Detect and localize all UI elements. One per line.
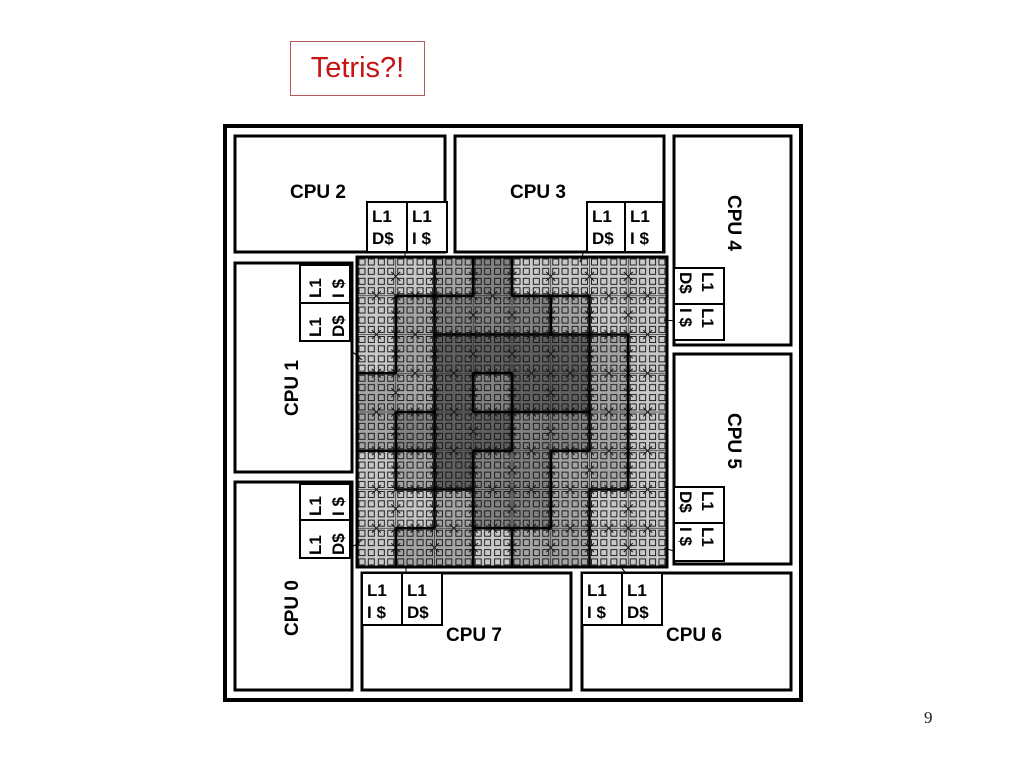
cpu1-icache-line2: I $ xyxy=(329,279,348,298)
cpu7-dcache-line2: D$ xyxy=(407,603,429,622)
shared-l2-cache-grid xyxy=(355,255,669,569)
cpu4-l1-dcache: L1 D$ xyxy=(673,267,725,305)
cpu2-block: CPU 2 L1 D$ L1 I $ xyxy=(233,134,448,254)
cpu3-icache-line1: L1 xyxy=(630,207,650,226)
cpu1-block: CPU 1 L1 I $ L1 D$ xyxy=(233,261,354,474)
cpu0-l1-icache: L1 I $ xyxy=(299,483,351,521)
cpu3-block: CPU 3 L1 D$ L1 I $ xyxy=(453,134,666,254)
cpu5-label: CPU 5 xyxy=(723,413,744,469)
cpu6-dcache-line1: L1 xyxy=(627,581,647,600)
cpu4-dcache-line2: D$ xyxy=(676,272,695,294)
cpu4-block: CPU 4 L1 D$ L1 I $ xyxy=(672,134,793,347)
cpu4-icache-line1: L1 xyxy=(698,308,717,328)
cpu0-label: CPU 0 xyxy=(282,580,303,636)
cpu2-l1-icache: L1 I $ xyxy=(406,201,448,253)
cpu6-label: CPU 6 xyxy=(666,625,722,646)
cpu7-label: CPU 7 xyxy=(446,625,502,646)
l2-outline xyxy=(355,255,669,569)
cpu1-dcache-line1: L1 xyxy=(306,317,325,337)
cpu2-icache-line2: I $ xyxy=(412,229,431,248)
cpu1-l1-dcache: L1 D$ xyxy=(299,302,351,342)
cpu5-block: CPU 5 L1 D$ L1 I $ xyxy=(672,352,793,566)
cpu1-label: CPU 1 xyxy=(282,360,303,416)
cpu4-l1-icache: L1 I $ xyxy=(673,303,725,341)
cpu6-icache-line2: I $ xyxy=(587,603,606,622)
cpu3-l1-icache: L1 I $ xyxy=(624,201,664,253)
cpu5-l1-dcache: L1 D$ xyxy=(673,486,725,524)
cpu6-block: CPU 6 L1 I $ L1 D$ xyxy=(580,571,793,692)
cpu2-icache-line1: L1 xyxy=(412,207,432,226)
slide-title: Tetris?! xyxy=(310,52,405,84)
cpu7-icache-line1: L1 xyxy=(367,581,387,600)
cpu4-icache-line2: I $ xyxy=(676,308,695,327)
page-number: 9 xyxy=(924,708,933,727)
cpu0-dcache-line1: L1 xyxy=(306,535,325,555)
cpu1-l1-icache: L1 I $ xyxy=(299,264,351,304)
cpu6-l1-icache: L1 I $ xyxy=(581,572,623,626)
cpu7-l1-icache: L1 I $ xyxy=(361,572,403,626)
cpu4-dcache-line1: L1 xyxy=(698,272,717,292)
cpu7-block: CPU 7 L1 I $ L1 D$ xyxy=(360,571,573,692)
cpu0-l1-dcache: L1 D$ xyxy=(299,519,351,559)
cpu0-dcache-line2: D$ xyxy=(329,533,348,555)
cpu4-label: CPU 4 xyxy=(723,195,744,251)
cpu0-block: CPU 0 L1 I $ L1 D$ xyxy=(233,480,354,692)
cpu6-icache-line1: L1 xyxy=(587,581,607,600)
cpu3-dcache-line1: L1 xyxy=(592,207,612,226)
cpu5-icache-line2: I $ xyxy=(676,527,695,546)
cpu7-l1-dcache: L1 D$ xyxy=(401,572,443,626)
cpu2-l1-dcache: L1 D$ xyxy=(366,201,408,253)
cpu6-dcache-line2: D$ xyxy=(627,603,649,622)
cpu2-dcache-line1: L1 xyxy=(372,207,392,226)
cpu7-icache-line2: I $ xyxy=(367,603,386,622)
cpu0-icache-line1: L1 xyxy=(306,496,325,516)
cpu1-dcache-line2: D$ xyxy=(329,315,348,337)
cpu0-icache-line2: I $ xyxy=(329,497,348,516)
cpu2-label: CPU 2 xyxy=(290,182,346,203)
cpu3-dcache-line2: D$ xyxy=(592,229,614,248)
cpu3-label: CPU 3 xyxy=(510,182,566,203)
cpu3-l1-dcache: L1 D$ xyxy=(586,201,626,253)
cpu3-icache-line2: I $ xyxy=(630,229,649,248)
cpu5-dcache-line2: D$ xyxy=(676,491,695,513)
cpu2-dcache-line2: D$ xyxy=(372,229,394,248)
cpu1-icache-line1: L1 xyxy=(306,278,325,298)
cpu5-dcache-line1: L1 xyxy=(698,491,717,511)
cpu6-l1-dcache: L1 D$ xyxy=(621,572,663,626)
cpu5-icache-line1: L1 xyxy=(698,527,717,547)
cpu5-l1-icache: L1 I $ xyxy=(673,522,725,562)
cpu7-dcache-line1: L1 xyxy=(407,581,427,600)
slide-title-box: Tetris?! xyxy=(290,41,425,96)
